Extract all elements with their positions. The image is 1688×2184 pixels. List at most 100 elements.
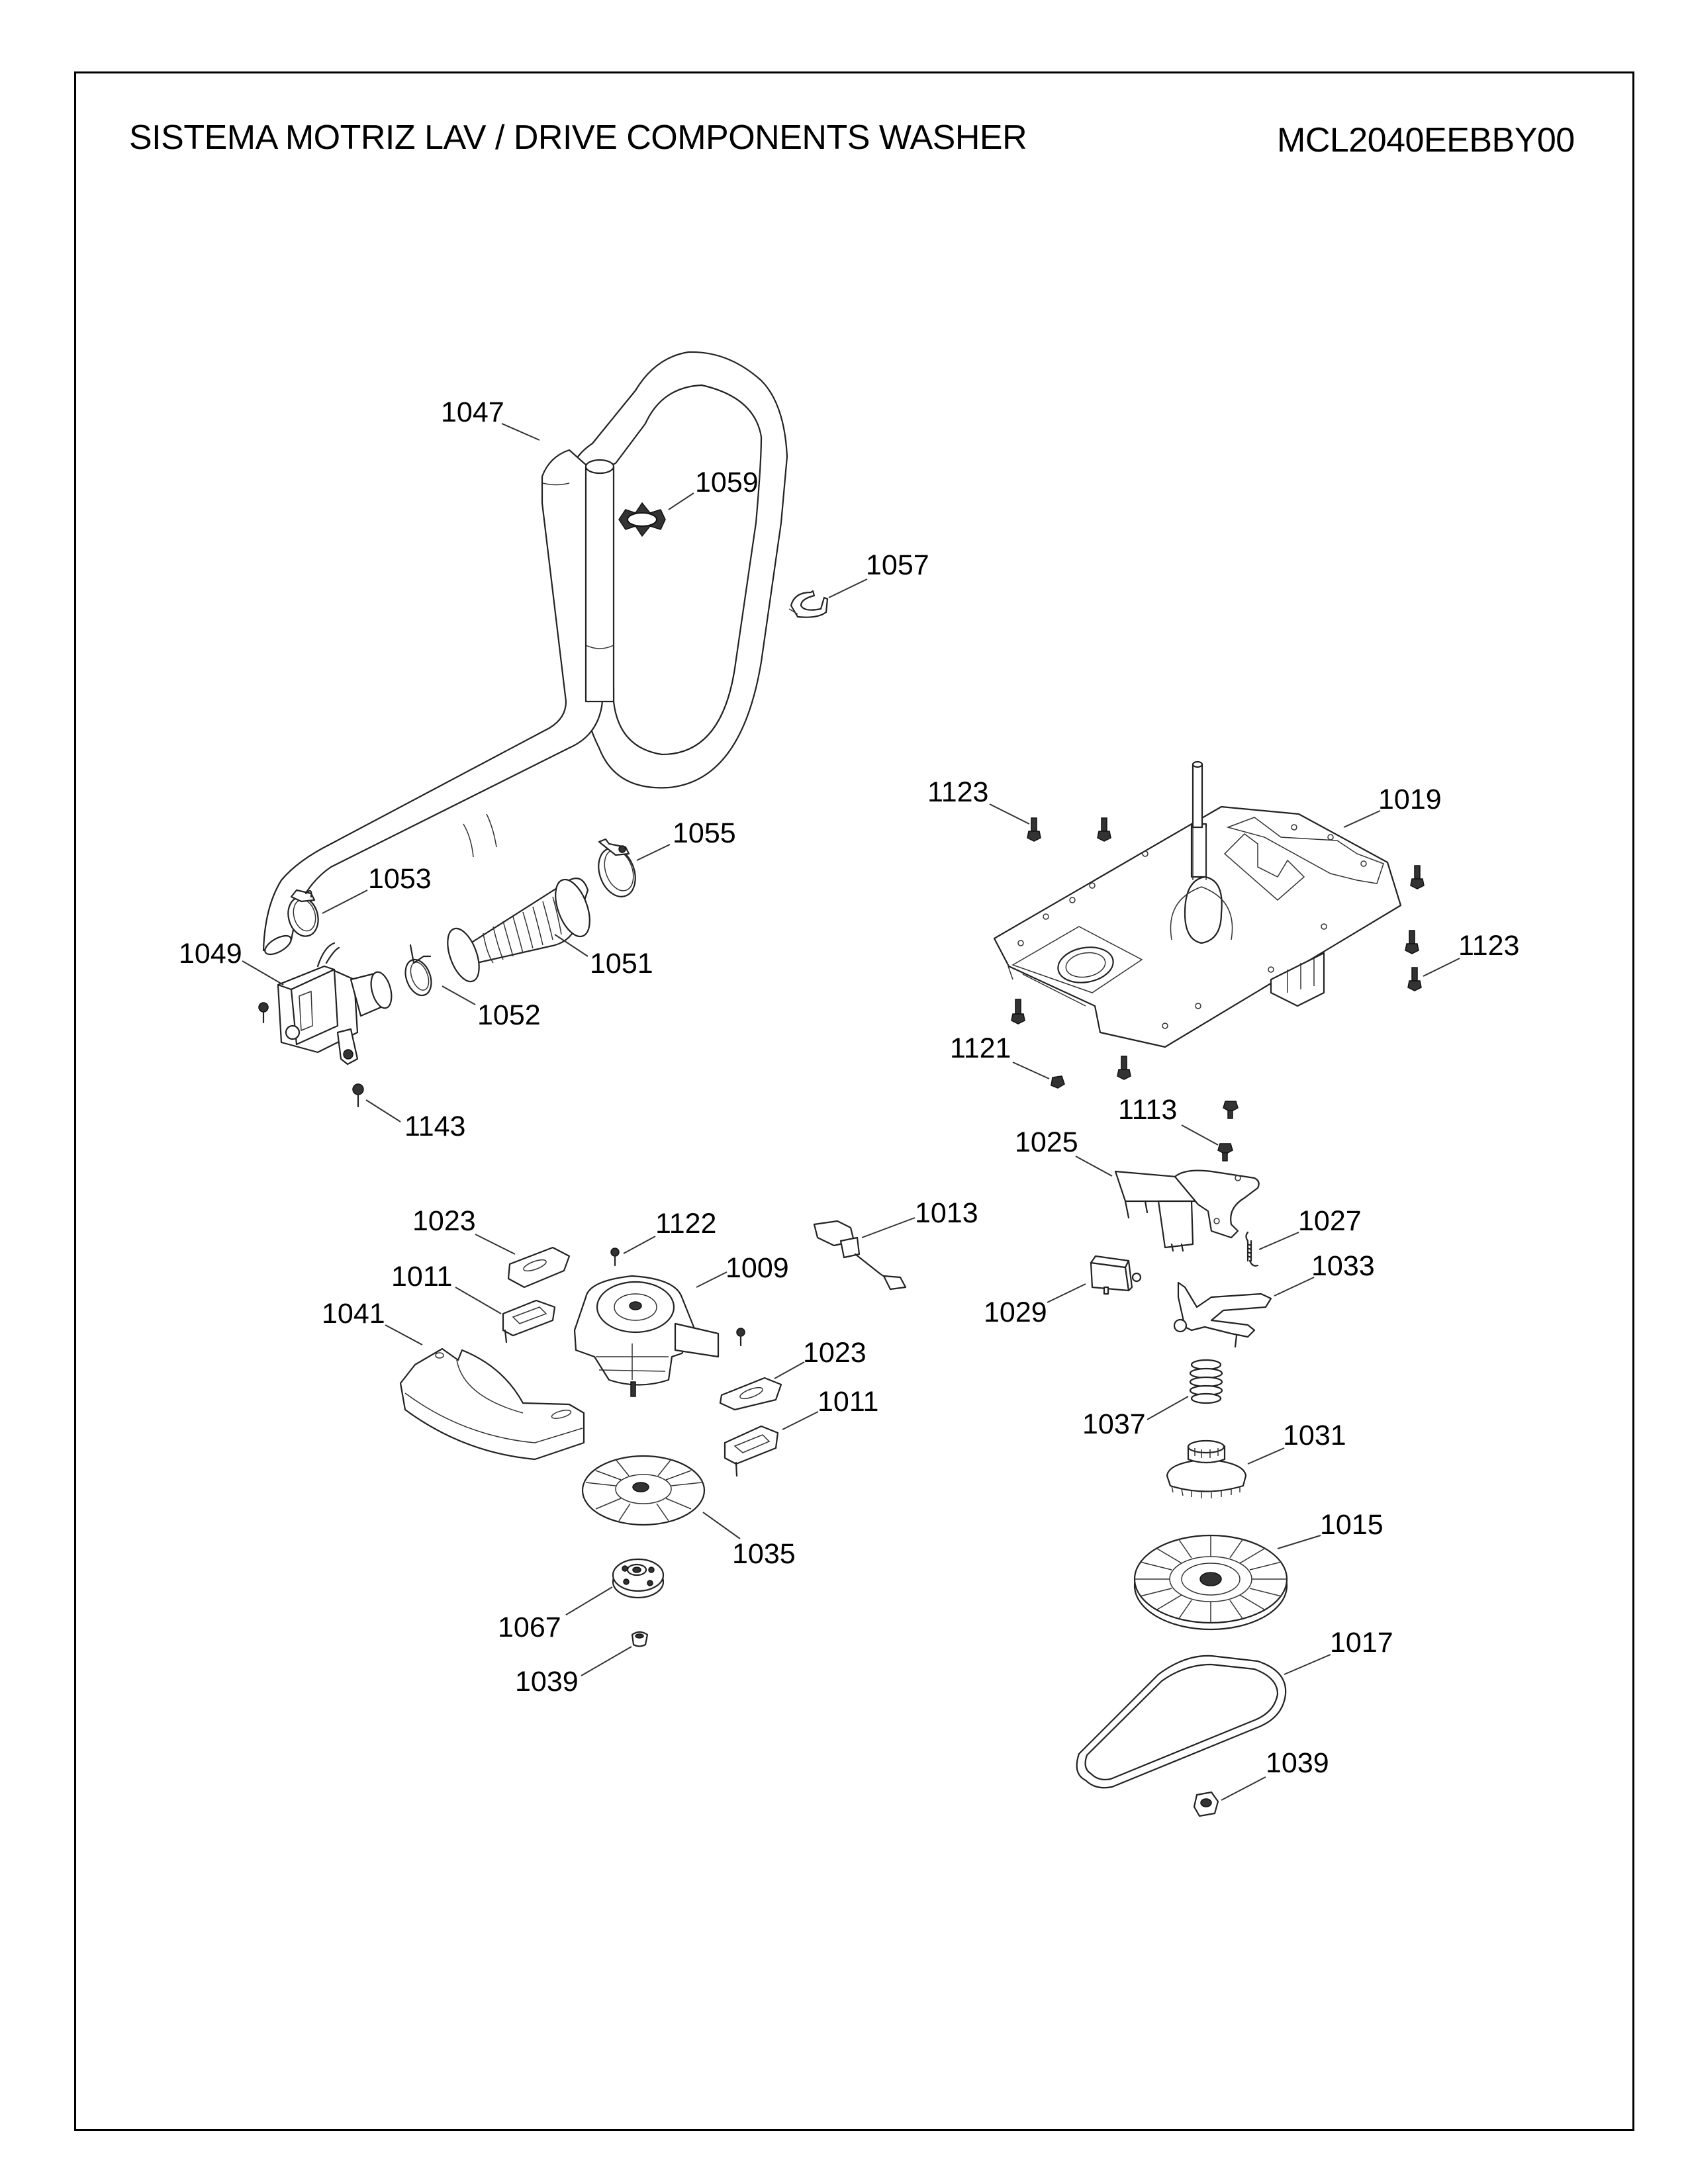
callout-1067[interactable]: 1067: [498, 1612, 561, 1643]
leader-1055: [636, 844, 671, 861]
leader-1033: [1274, 1277, 1315, 1297]
motor-pulley-part[interactable]: [612, 1558, 665, 1599]
mount-1011-right-part[interactable]: [724, 1425, 779, 1477]
leader-1011-left: [455, 1287, 502, 1314]
leader-1023-left: [475, 1234, 516, 1255]
callout-1025[interactable]: 1025: [1015, 1126, 1078, 1158]
counterweight-part[interactable]: [399, 1347, 585, 1461]
leader-1039-left: [581, 1646, 632, 1676]
callout-1031[interactable]: 1031: [1283, 1420, 1346, 1451]
nut-1039-left-part[interactable]: [631, 1631, 649, 1647]
callout-1052[interactable]: 1052: [477, 999, 541, 1031]
callout-1053[interactable]: 1053: [368, 863, 432, 895]
drain-hose-part[interactable]: [262, 351, 788, 958]
callout-1055[interactable]: 1055: [673, 817, 736, 849]
base-platform-part[interactable]: [993, 760, 1402, 1048]
nut-1039-right-part[interactable]: [1193, 1791, 1219, 1817]
screw-icon: [1011, 999, 1025, 1024]
callout-1041[interactable]: 1041: [322, 1298, 385, 1330]
screw-1113-part[interactable]: [1217, 1101, 1239, 1161]
callout-1015[interactable]: 1015: [1320, 1509, 1383, 1541]
pump-screw-icon: [258, 1002, 269, 1024]
screw-icon: [1117, 1056, 1131, 1080]
leader-1049: [242, 960, 284, 985]
belt-part[interactable]: [1076, 1655, 1287, 1789]
bracket-1023-right-part[interactable]: [719, 1377, 782, 1411]
callout-1023-left[interactable]: 1023: [412, 1205, 476, 1237]
clamp-1052-part[interactable]: [401, 944, 436, 999]
leader-1123-right: [1423, 958, 1460, 977]
callout-1033[interactable]: 1033: [1311, 1250, 1375, 1282]
callout-1013[interactable]: 1013: [915, 1197, 978, 1229]
screw-1121-part[interactable]: [1051, 1075, 1065, 1089]
callout-1143[interactable]: 1143: [404, 1111, 465, 1142]
callout-1122[interactable]: 1122: [655, 1208, 716, 1240]
screw-icon: [1027, 817, 1041, 842]
drain-hose-inner-tube: [585, 459, 615, 703]
callout-1019[interactable]: 1019: [1378, 784, 1442, 815]
actuator-1029-part[interactable]: [1090, 1255, 1142, 1295]
screw-1143-part[interactable]: [352, 1083, 364, 1108]
callout-1123-right[interactable]: 1123: [1458, 930, 1519, 962]
page-border: [74, 71, 1634, 2131]
callout-1113[interactable]: 1113: [1118, 1094, 1177, 1126]
leader-1057: [828, 578, 868, 598]
callout-1047[interactable]: 1047: [441, 396, 504, 428]
clamp-1055-part[interactable]: [592, 838, 642, 902]
motor-part[interactable]: [573, 1275, 720, 1397]
leader-1037: [1147, 1396, 1189, 1420]
leader-1013: [861, 1217, 915, 1238]
fork-1033-part[interactable]: [1173, 1281, 1272, 1348]
callout-1037[interactable]: 1037: [1082, 1408, 1146, 1440]
callout-1017[interactable]: 1017: [1330, 1627, 1393, 1659]
callout-1009[interactable]: 1009: [726, 1252, 789, 1284]
screw-1122-part[interactable]: [610, 1248, 745, 1347]
leader-1027: [1258, 1232, 1299, 1250]
clutch-lever-part[interactable]: [1114, 1169, 1260, 1252]
callout-1049[interactable]: 1049: [179, 938, 242, 970]
callout-1029[interactable]: 1029: [984, 1297, 1047, 1328]
callout-1011-right[interactable]: 1011: [818, 1386, 878, 1418]
drive-pulley-part[interactable]: [1133, 1534, 1288, 1631]
leader-1039-right: [1221, 1776, 1266, 1801]
model-number: MCL2040EEBBY00: [1277, 121, 1575, 159]
leader-1019: [1343, 810, 1381, 828]
leader-1047: [501, 423, 540, 441]
spring-1027-part[interactable]: [1245, 1231, 1259, 1267]
motor-fan-pulley-part[interactable]: [581, 1455, 706, 1526]
callout-1121[interactable]: 1121: [950, 1032, 1011, 1064]
callout-1039-right[interactable]: 1039: [1266, 1747, 1329, 1779]
coupling-1031-part[interactable]: [1166, 1439, 1247, 1498]
leader-1067: [565, 1586, 613, 1615]
callout-1051[interactable]: 1051: [590, 948, 653, 979]
leader-1051: [554, 934, 588, 957]
leader-1123-top: [989, 803, 1030, 825]
mount-1011-left-part[interactable]: [502, 1299, 556, 1343]
leader-1121: [1012, 1062, 1050, 1079]
screw-icon: [1405, 930, 1419, 954]
wire-harness-part[interactable]: [813, 1220, 907, 1291]
callout-1023-right[interactable]: 1023: [803, 1337, 867, 1369]
leader-1025: [1075, 1156, 1113, 1177]
spring-1037-part[interactable]: [1189, 1359, 1223, 1404]
drain-pump-part[interactable]: [277, 942, 395, 1066]
callout-1011-left[interactable]: 1011: [391, 1261, 452, 1293]
leader-1113: [1181, 1124, 1219, 1146]
leader-1015: [1277, 1535, 1321, 1549]
leader-1009: [696, 1271, 727, 1288]
leader-1029: [1047, 1283, 1086, 1303]
callout-1035[interactable]: 1035: [732, 1538, 796, 1570]
bracket-1023-left-part[interactable]: [507, 1246, 571, 1289]
callout-1027[interactable]: 1027: [1298, 1205, 1362, 1237]
callout-1123-top[interactable]: 1123: [927, 776, 988, 808]
leader-1052: [442, 985, 476, 1005]
callout-1039-left[interactable]: 1039: [515, 1666, 579, 1698]
clamp-1053-part[interactable]: [284, 889, 322, 940]
star-clip-part[interactable]: [618, 502, 666, 537]
callout-1057[interactable]: 1057: [866, 549, 929, 581]
bellows-hose-part[interactable]: [442, 875, 596, 985]
side-clip-part[interactable]: [788, 590, 829, 618]
callout-1059[interactable]: 1059: [695, 467, 759, 498]
screw-1123-part[interactable]: [1011, 817, 1425, 1080]
leader-1041: [385, 1324, 423, 1345]
